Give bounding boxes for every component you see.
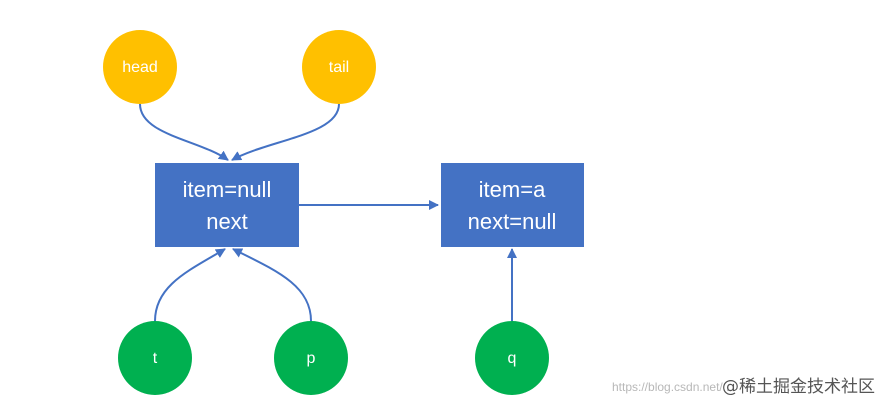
node-2-next: next=null bbox=[468, 209, 557, 234]
tail-label: tail bbox=[329, 59, 349, 76]
head-pointer: head bbox=[103, 30, 177, 104]
head-label: head bbox=[122, 59, 158, 76]
node-2-item: item=a bbox=[479, 177, 546, 202]
arrow-tail-to-node1 bbox=[231, 103, 340, 161]
arrow-p-to-node1 bbox=[232, 248, 312, 322]
node-1-next: next bbox=[206, 209, 248, 234]
t-circle bbox=[118, 321, 192, 395]
node-2-box bbox=[441, 163, 584, 247]
arrow-t-to-node1 bbox=[154, 248, 226, 322]
q-pointer: q bbox=[475, 321, 549, 395]
node-1-box bbox=[155, 163, 299, 247]
watermark-url: https://blog.csdn.net/... bbox=[612, 380, 733, 394]
q-circle bbox=[475, 321, 549, 395]
arrow-head-to-node1 bbox=[139, 103, 229, 161]
node-1: item=null next bbox=[155, 163, 299, 247]
p-pointer: p bbox=[274, 321, 348, 395]
t-label: t bbox=[153, 350, 158, 367]
node-2: item=a next=null bbox=[441, 163, 584, 247]
q-label: q bbox=[508, 350, 517, 367]
head-circle bbox=[103, 30, 177, 104]
p-circle bbox=[274, 321, 348, 395]
tail-circle bbox=[302, 30, 376, 104]
p-label: p bbox=[307, 350, 316, 367]
tail-pointer: tail bbox=[302, 30, 376, 104]
watermark-site: @稀土掘金技术社区 bbox=[722, 377, 875, 397]
node-1-item: item=null bbox=[183, 177, 272, 202]
t-pointer: t bbox=[118, 321, 192, 395]
